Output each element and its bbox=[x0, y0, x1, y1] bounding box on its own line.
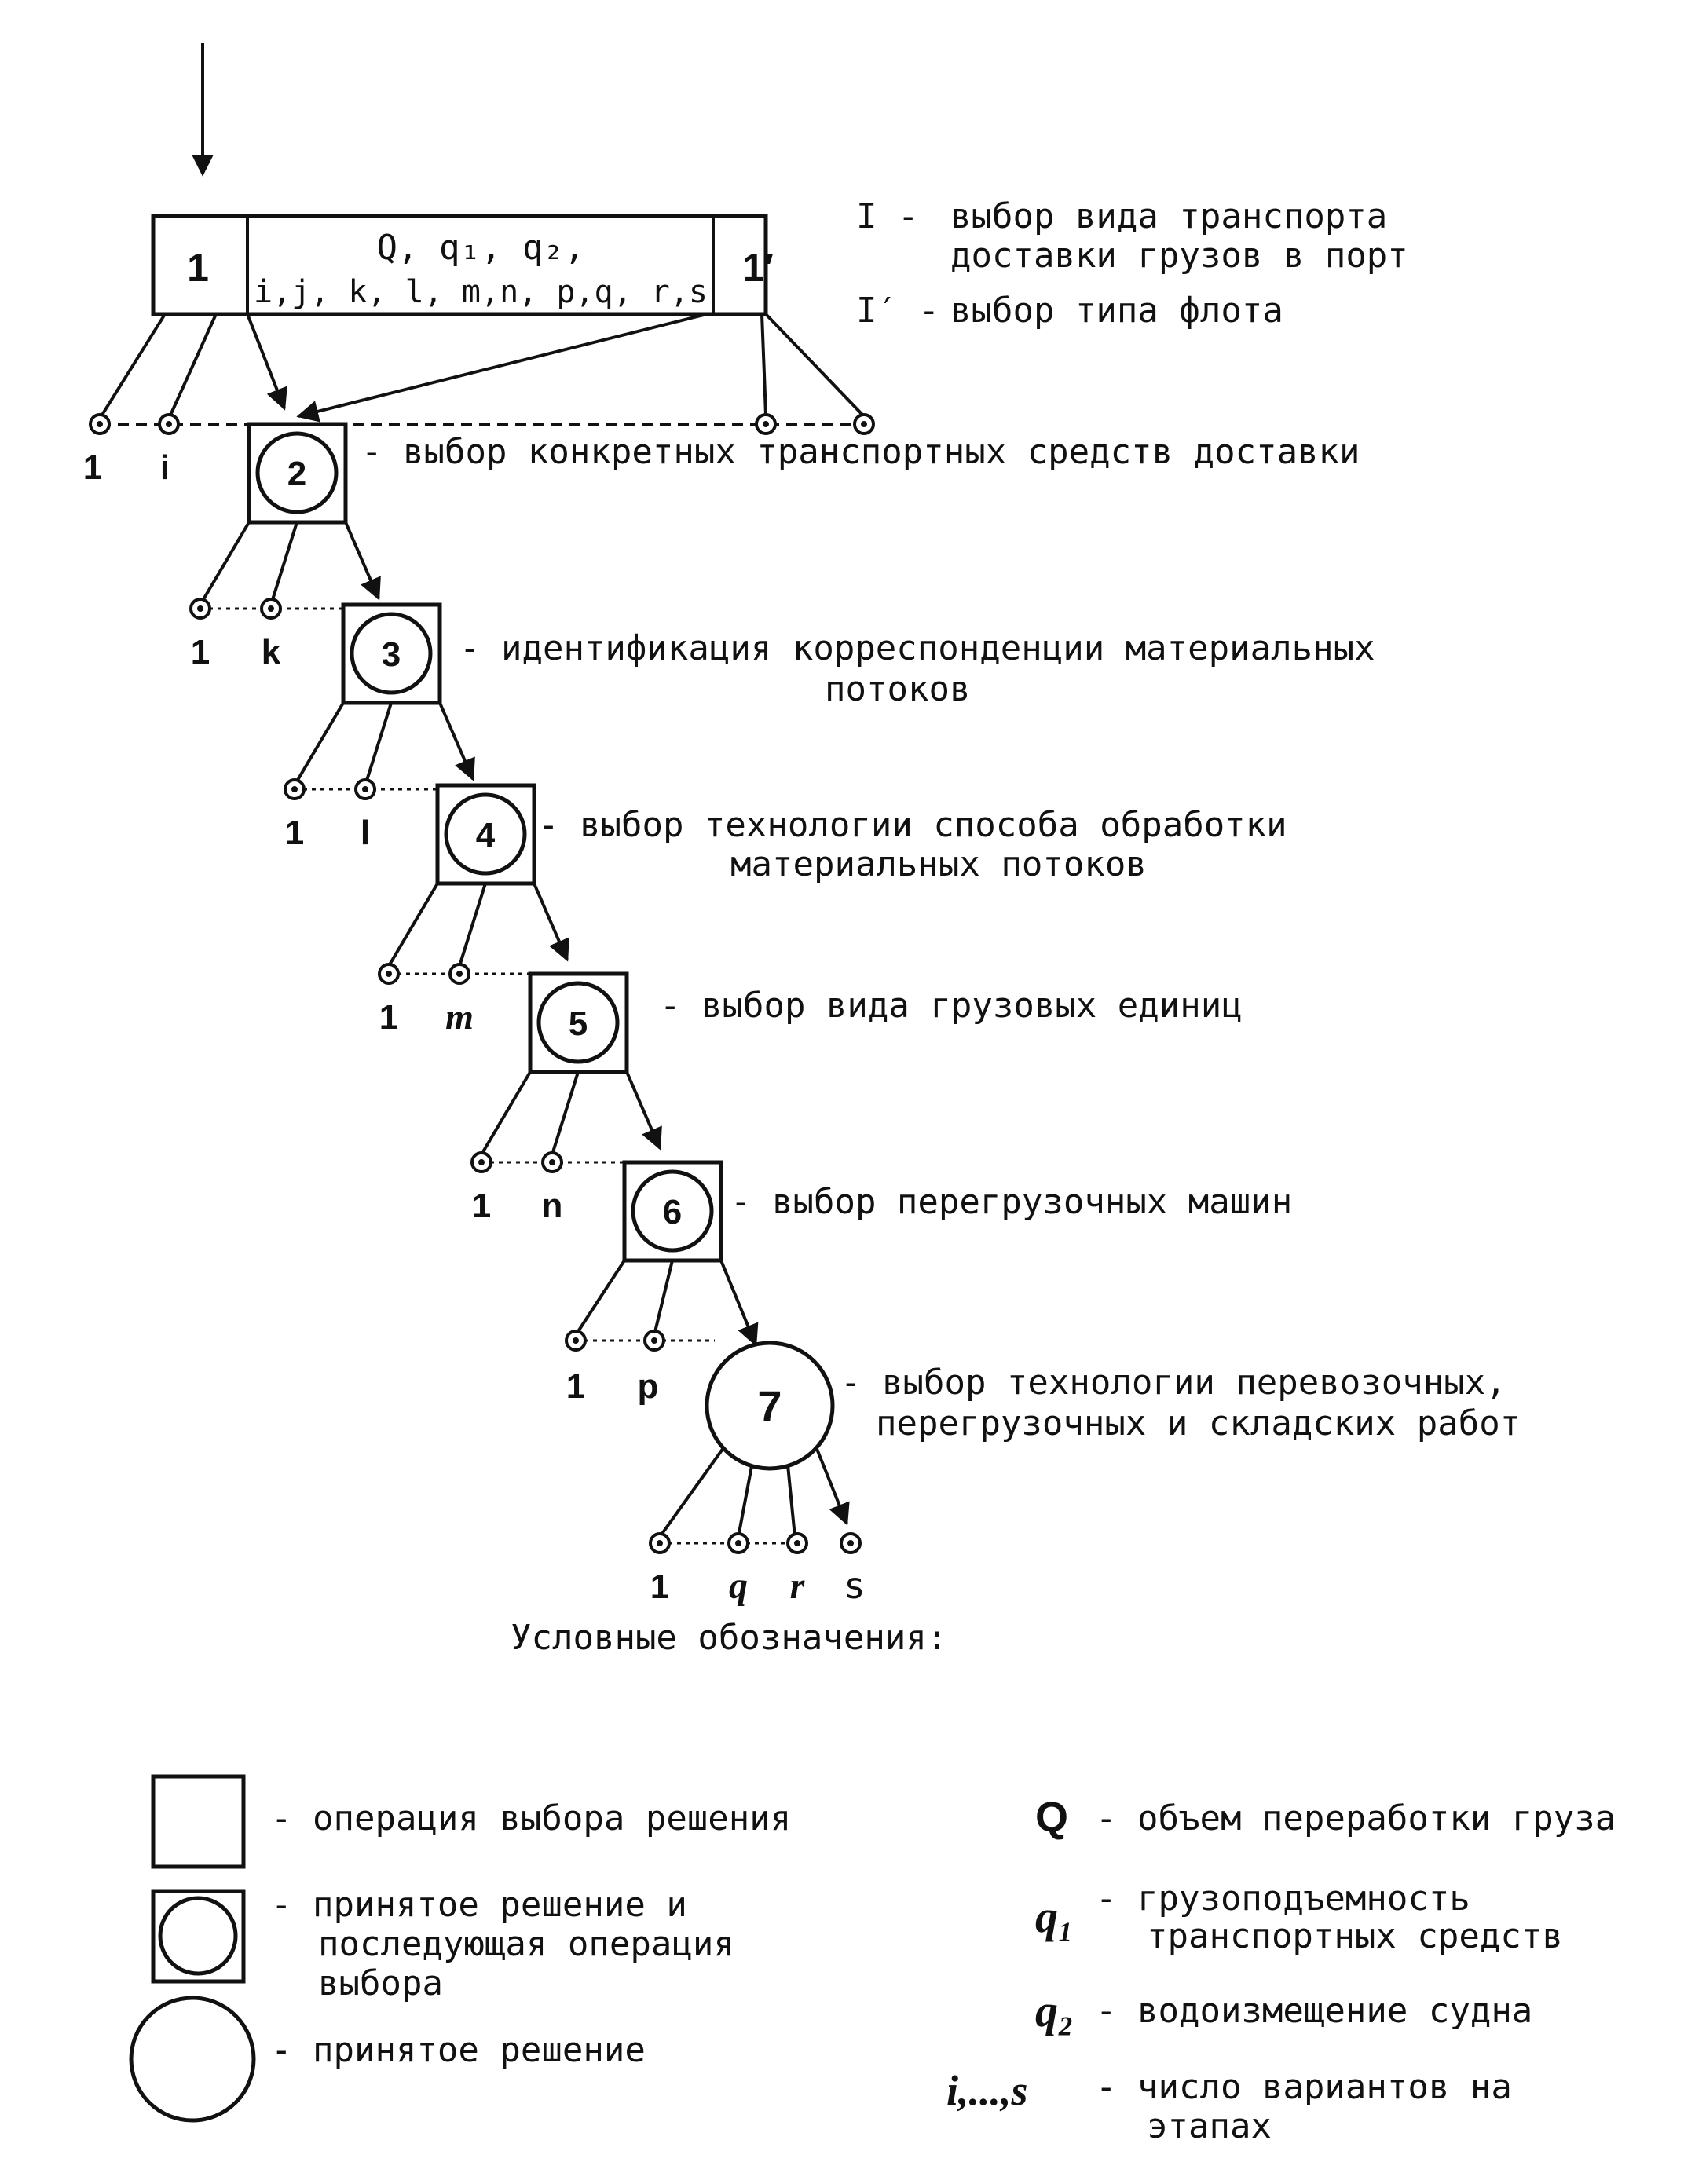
stage-node-3: 3 - идентификация корреспонденции матери… bbox=[189, 598, 1375, 787]
branch-label-last: p bbox=[638, 1367, 659, 1406]
branch-label-first: 1 bbox=[191, 633, 210, 671]
leaf-node bbox=[354, 778, 376, 800]
final-leaves: 1 q r s bbox=[649, 1532, 866, 1607]
stage-number: 2 bbox=[287, 455, 306, 493]
desc-I-line1: выбор вида транспорта bbox=[950, 196, 1387, 236]
block-params-line2: i,j, k, l, m,n, p,q, r,s bbox=[254, 274, 708, 310]
branch-label-last: k bbox=[262, 633, 281, 671]
stage-desc-line2: потоков bbox=[825, 669, 970, 709]
stage-desc-line1: - выбор технологии перевозочных, bbox=[840, 1363, 1506, 1403]
stage-desc-line1: - выбор конкретных транспортных средств … bbox=[361, 432, 1360, 472]
leaf-node bbox=[643, 1330, 665, 1352]
branch-label-first: 1 bbox=[83, 448, 102, 487]
branch-label-first: 1 bbox=[566, 1367, 585, 1406]
leaf-node bbox=[727, 1532, 749, 1554]
leaf-node bbox=[755, 413, 777, 435]
legend-q2-symbol: q₂ bbox=[1035, 1985, 1074, 2036]
stage-number: 4 bbox=[476, 816, 496, 854]
stage-number: 5 bbox=[569, 1004, 588, 1043]
branch-label-last: n bbox=[542, 1187, 563, 1225]
legend-is-desc1: - число вариантов на bbox=[1096, 2067, 1512, 2107]
final-label: s bbox=[844, 1564, 866, 1607]
desc-I-line2: доставки грузов в порт bbox=[950, 236, 1408, 276]
leaf-node bbox=[189, 598, 211, 620]
stage-node-2: 2 - выбор конкретных транспортных средст… bbox=[83, 422, 1360, 606]
leaf-node bbox=[565, 1330, 587, 1352]
leaf-node bbox=[853, 413, 875, 435]
legend-q1-desc2: транспортных средств bbox=[1147, 1916, 1563, 1956]
stage-desc-line1: - выбор перегрузочных машин bbox=[730, 1182, 1292, 1222]
legend-title: Условные обозначения: bbox=[511, 1618, 947, 1658]
legend-is-symbol: i,...,s bbox=[946, 2067, 1028, 2114]
stage-desc-line2: материальных потоков bbox=[730, 844, 1147, 884]
legend-square-circle-desc1: - принятое решение и bbox=[271, 1885, 687, 1925]
stage-desc-line1: - выбор технологии способа обработки bbox=[538, 805, 1287, 845]
block-params-line1: Q, q₁, q₂, bbox=[377, 228, 585, 268]
stage-desc-line1: - идентификация корреспонденции материал… bbox=[459, 628, 1375, 668]
stage-number: 3 bbox=[382, 635, 401, 674]
branch-label-first: 1 bbox=[472, 1187, 491, 1225]
leaf-node bbox=[378, 963, 400, 985]
legend-square-circle-desc3: выбора bbox=[318, 1963, 443, 2003]
stage-desc-line1: - выбор вида грузовых единиц bbox=[660, 986, 1243, 1026]
leaf-node bbox=[786, 1532, 808, 1554]
branch-label-first: 1 bbox=[285, 814, 304, 852]
leaf-node bbox=[89, 413, 111, 435]
block-label-1: 1 bbox=[187, 246, 209, 290]
top-decision-block: 1 Q, q₁, q₂, i,j, k, l, m,n, p,q, r,s 1′ bbox=[151, 214, 774, 316]
leaf-node bbox=[260, 598, 282, 620]
legend-square-circle-desc2: последующая операция bbox=[318, 1924, 734, 1964]
final-label: r bbox=[790, 1565, 806, 1607]
leaf-node bbox=[470, 1151, 492, 1173]
legend-square: - операция выбора решения bbox=[151, 1774, 791, 1869]
top-branches bbox=[89, 313, 875, 435]
leaf-node bbox=[158, 413, 180, 435]
leaf-node bbox=[649, 1532, 671, 1554]
stage-node-7: 7 - выбор технологии перевозочных, перег… bbox=[565, 1330, 1521, 1538]
legend-circle: - принятое решение bbox=[129, 1996, 646, 2123]
legend-Q-symbol: Q bbox=[1035, 1794, 1068, 1841]
stage-node-6: 6 - выбор перегрузочных машин 1 n bbox=[470, 1151, 1292, 1347]
leaf-node bbox=[448, 963, 470, 985]
legend-q1-desc1: - грузоподъемность bbox=[1096, 1879, 1470, 1919]
branch-label-last: i bbox=[160, 448, 170, 487]
legend-q1-symbol: q₁ bbox=[1035, 1891, 1074, 1942]
final-label: q bbox=[729, 1565, 748, 1607]
leaf-node bbox=[541, 1151, 563, 1173]
desc-I-marker: I - bbox=[856, 196, 918, 236]
stage-number: 6 bbox=[663, 1193, 682, 1231]
legend-circle-desc: - принятое решение bbox=[271, 2030, 646, 2070]
stage-node-4: 4 - выбор технологии способа обработки м… bbox=[284, 778, 1287, 968]
legend-is-desc2: этапах bbox=[1147, 2106, 1272, 2146]
leaf-node bbox=[284, 778, 306, 800]
stage-desc-line2: перегрузочных и складских работ bbox=[876, 1403, 1521, 1443]
final-label: 1 bbox=[650, 1568, 669, 1606]
branch-label-last: m bbox=[445, 997, 474, 1037]
stage-node-5: 5 - выбор вида грузовых единиц 1 m bbox=[378, 963, 1243, 1156]
block-label-1prime: 1′ bbox=[742, 246, 774, 290]
legend-square-desc: - операция выбора решения bbox=[271, 1798, 791, 1838]
leaf-node bbox=[840, 1532, 862, 1554]
stage-number: 7 bbox=[757, 1381, 782, 1431]
legend-q2-desc: - водоизмещение судна bbox=[1096, 1991, 1532, 2031]
legend-symbols: Q - объем переработки груза q₁ - грузопо… bbox=[946, 1794, 1616, 2146]
desc-Iprime-marker: I′ - bbox=[856, 291, 939, 331]
branch-label-first: 1 bbox=[379, 998, 398, 1037]
desc-Iprime-line1: выбор типа флота bbox=[950, 291, 1283, 331]
legend-Q-desc: - объем переработки груза bbox=[1096, 1798, 1616, 1838]
branch-label-last: l bbox=[361, 814, 370, 852]
legend-square-circle: - принятое решение и последующая операци… bbox=[151, 1885, 734, 2003]
